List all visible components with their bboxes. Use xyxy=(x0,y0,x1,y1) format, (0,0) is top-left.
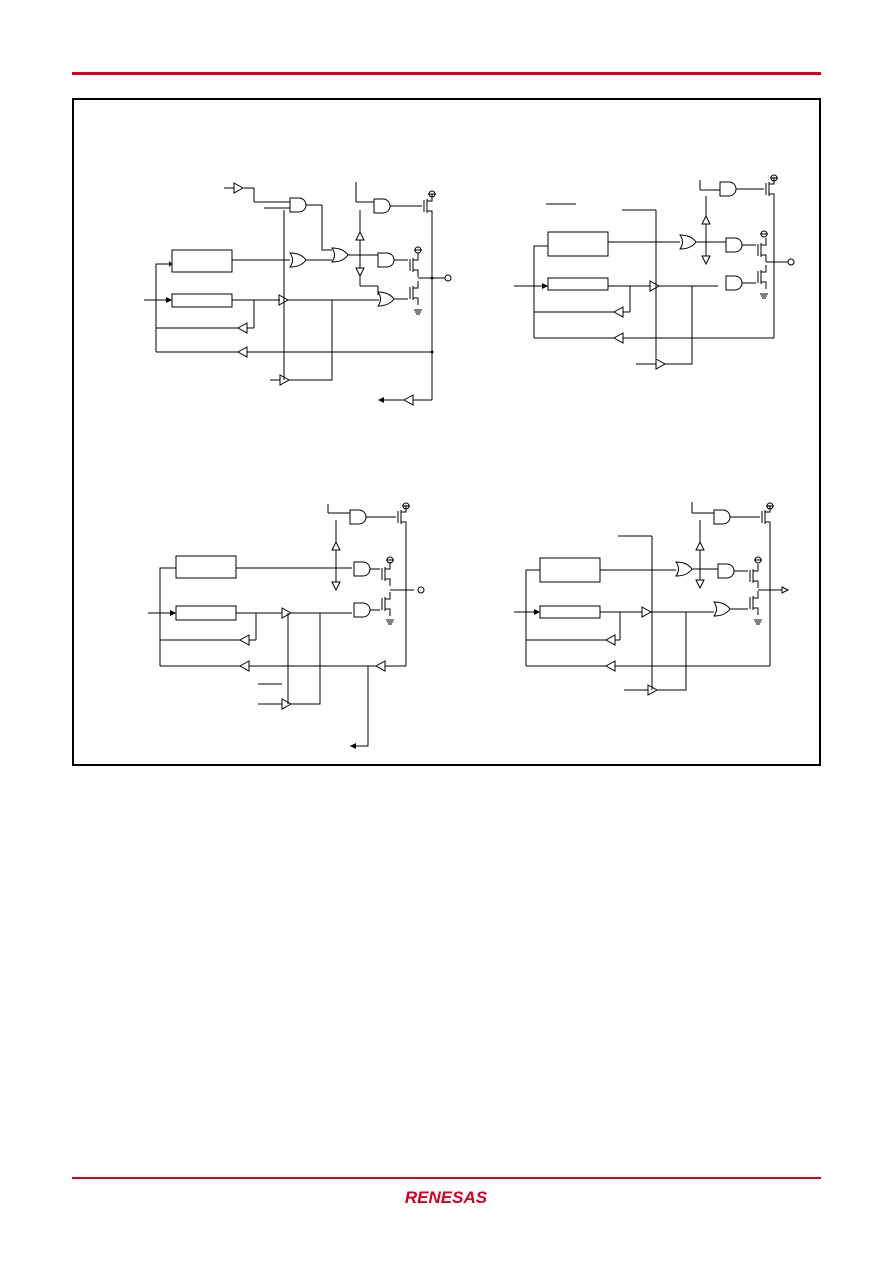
register-block xyxy=(539,605,601,619)
panel-top-left xyxy=(144,182,452,406)
renesas-logo: RENESAS xyxy=(405,1188,488,1207)
header-rule xyxy=(72,72,821,75)
panel-bottom-left xyxy=(148,502,425,749)
register-block xyxy=(171,293,233,308)
register-block xyxy=(547,277,609,291)
register-block xyxy=(175,605,237,621)
panel-bottom-right xyxy=(514,502,790,696)
brand-logo: RENESAS xyxy=(0,1186,892,1210)
brand-name: RENESAS xyxy=(405,1188,488,1207)
figure-frame xyxy=(72,98,821,766)
panel-top-right xyxy=(514,174,795,370)
register-block xyxy=(171,249,233,273)
footer-rule xyxy=(72,1177,821,1179)
register-block xyxy=(539,557,601,583)
circuit-diagrams xyxy=(144,174,795,749)
register-block xyxy=(547,231,609,257)
register-block xyxy=(175,555,237,579)
